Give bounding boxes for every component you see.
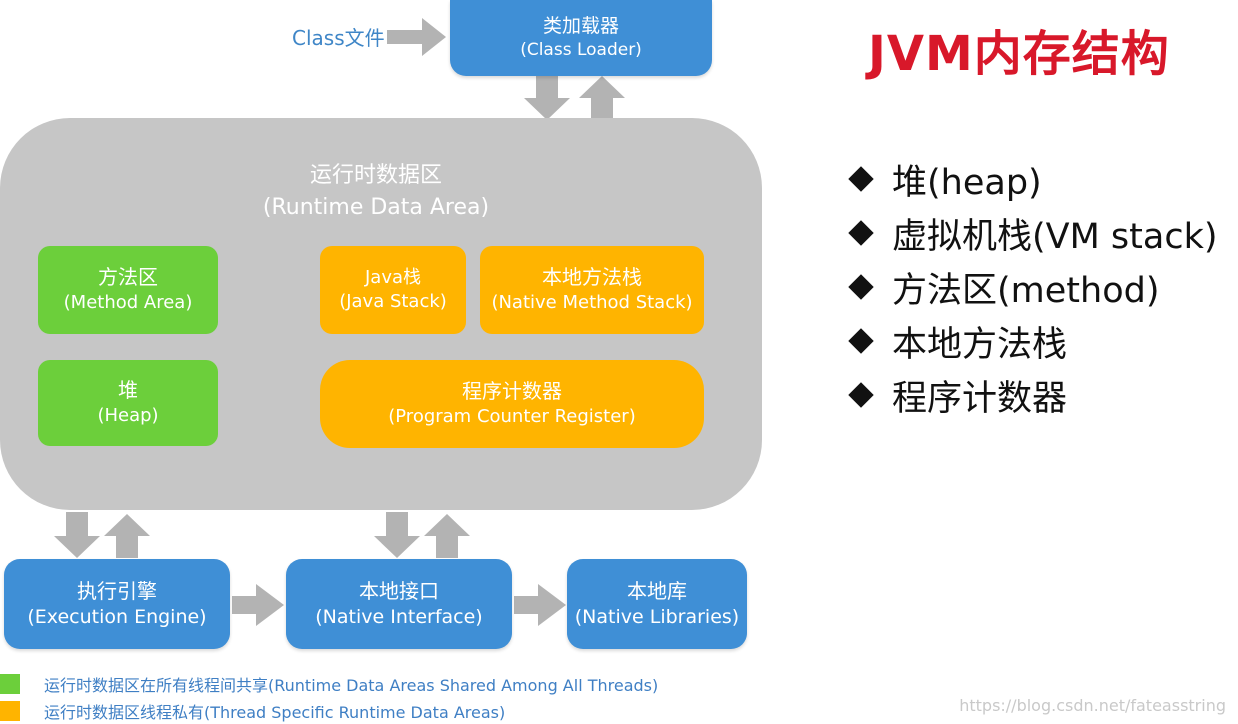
list-item-text: 虚拟机栈(VM stack) — [892, 216, 1218, 257]
arrow-native-up — [424, 514, 470, 558]
arrow-loader-down — [524, 76, 570, 120]
legend-private: 运行时数据区线程私有(Thread Specific Runtime Data … — [0, 699, 505, 723]
native-method-stack-box: 本地方法栈 (Native Method Stack) — [480, 246, 704, 334]
java-stack-en: (Java Stack) — [339, 291, 447, 312]
arrow-class-to-loader — [387, 18, 446, 56]
list-item-text: 方法区(method) — [892, 270, 1160, 311]
program-counter-zh: 程序计数器 — [462, 379, 562, 404]
java-stack-zh: Java栈 — [364, 266, 422, 288]
diamond-bullet-icon — [848, 328, 874, 354]
list-item: 程序计数器 — [846, 368, 1218, 422]
diamond-bullet-icon — [848, 274, 874, 300]
method-area-en: (Method Area) — [63, 292, 193, 314]
class-loader-zh: 类加载器 — [542, 14, 619, 37]
class-file-label: Class文件 — [292, 26, 385, 50]
heap-box: 堆 (Heap) — [38, 360, 218, 446]
native-interface-en: (Native Interface) — [315, 605, 483, 628]
heap-zh: 堆 — [118, 378, 138, 403]
arrow-loader-up — [579, 76, 625, 120]
native-interface-zh: 本地接口 — [359, 578, 439, 603]
execution-engine-en: (Execution Engine) — [27, 605, 207, 628]
native-method-stack-zh: 本地方法栈 — [542, 265, 642, 290]
legend-green-swatch — [0, 674, 20, 694]
program-counter-en: (Program Counter Register) — [388, 406, 636, 428]
native-libraries-zh: 本地库 — [627, 578, 687, 603]
memory-areas-list: 堆(heap) 虚拟机栈(VM stack) 方法区(method) 本地方法栈… — [846, 152, 1218, 422]
native-libraries-box: 本地库 (Native Libraries) — [567, 559, 747, 649]
watermark: https://blog.csdn.net/fateasstring — [959, 696, 1226, 715]
heap-en: (Heap) — [97, 405, 159, 427]
diamond-bullet-icon — [848, 166, 874, 192]
arrow-exec-up — [104, 514, 150, 558]
diamond-bullet-icon — [848, 382, 874, 408]
list-item: 本地方法栈 — [846, 314, 1218, 368]
program-counter-box: 程序计数器 (Program Counter Register) — [320, 360, 704, 448]
method-area-box: 方法区 (Method Area) — [38, 246, 218, 334]
legend-shared: 运行时数据区在所有线程间共享(Runtime Data Areas Shared… — [0, 672, 658, 696]
legend-private-text: 运行时数据区线程私有(Thread Specific Runtime Data … — [44, 703, 506, 722]
class-loader-en: (Class Loader) — [520, 40, 642, 61]
native-method-stack-en: (Native Method Stack) — [491, 292, 693, 314]
list-item: 堆(heap) — [846, 152, 1218, 206]
legend-shared-text: 运行时数据区在所有线程间共享(Runtime Data Areas Shared… — [44, 676, 659, 695]
method-area-zh: 方法区 — [98, 265, 158, 290]
runtime-area-en: (Runtime Data Area) — [262, 194, 490, 220]
page-title: JVM内存结构 — [868, 26, 1170, 82]
class-loader-box: 类加载器 (Class Loader) — [450, 0, 712, 76]
arrow-exec-down — [54, 512, 100, 558]
java-stack-box: Java栈 (Java Stack) — [320, 246, 466, 334]
arrow-native-down — [374, 512, 420, 558]
runtime-data-area-title: 运行时数据区 (Runtime Data Area) — [0, 160, 752, 224]
runtime-area-zh: 运行时数据区 — [309, 163, 442, 188]
execution-engine-box: 执行引擎 (Execution Engine) — [4, 559, 230, 649]
list-item: 虚拟机栈(VM stack) — [846, 206, 1218, 260]
list-item: 方法区(method) — [846, 260, 1218, 314]
execution-engine-zh: 执行引擎 — [77, 578, 157, 603]
native-interface-box: 本地接口 (Native Interface) — [286, 559, 512, 649]
arrow-exec-to-native — [232, 584, 284, 626]
list-item-text: 堆(heap) — [892, 162, 1042, 203]
list-item-text: 本地方法栈 — [892, 324, 1068, 365]
list-item-text: 程序计数器 — [892, 378, 1068, 419]
legend-orange-swatch — [0, 701, 20, 721]
arrow-native-to-libs — [514, 584, 566, 626]
native-libraries-en: (Native Libraries) — [574, 605, 740, 628]
diamond-bullet-icon — [848, 220, 874, 246]
